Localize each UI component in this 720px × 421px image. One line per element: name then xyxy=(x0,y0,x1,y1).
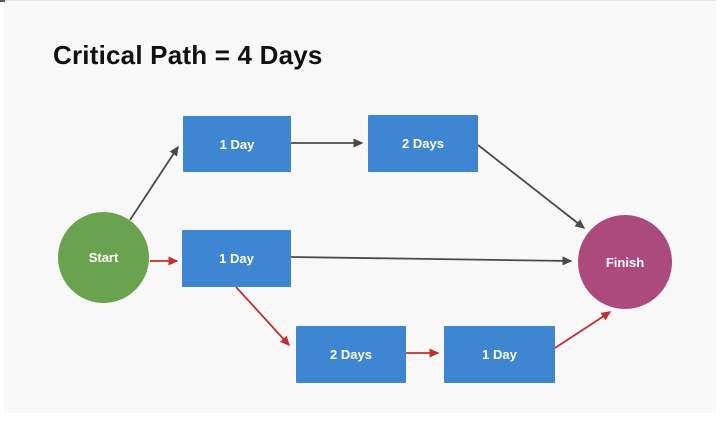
node-finish-label: Finish xyxy=(605,254,645,270)
node-task-bot-2: 1 Day xyxy=(444,326,555,383)
node-finish: Finish xyxy=(578,215,672,309)
node-task-mid-1-label: 1 Day xyxy=(219,251,254,266)
node-task-top-1: 1 Day xyxy=(183,116,291,172)
node-task-top-2-label: 2 Days xyxy=(402,136,444,151)
node-task-bot-1-label: 2 Days xyxy=(330,347,372,362)
node-task-mid-1: 1 Day xyxy=(182,230,291,287)
node-task-bot-1: 2 Days xyxy=(296,326,406,383)
page-title: Critical Path = 4 Days xyxy=(53,40,323,70)
node-start: Start xyxy=(58,212,149,303)
node-task-bot-2-label: 1 Day xyxy=(482,347,517,362)
node-start-label: Start xyxy=(88,250,119,265)
node-task-top-1-label: 1 Day xyxy=(219,136,255,152)
window-edge-artifact xyxy=(0,0,5,2)
node-task-top-2: 2 Days xyxy=(368,115,478,172)
